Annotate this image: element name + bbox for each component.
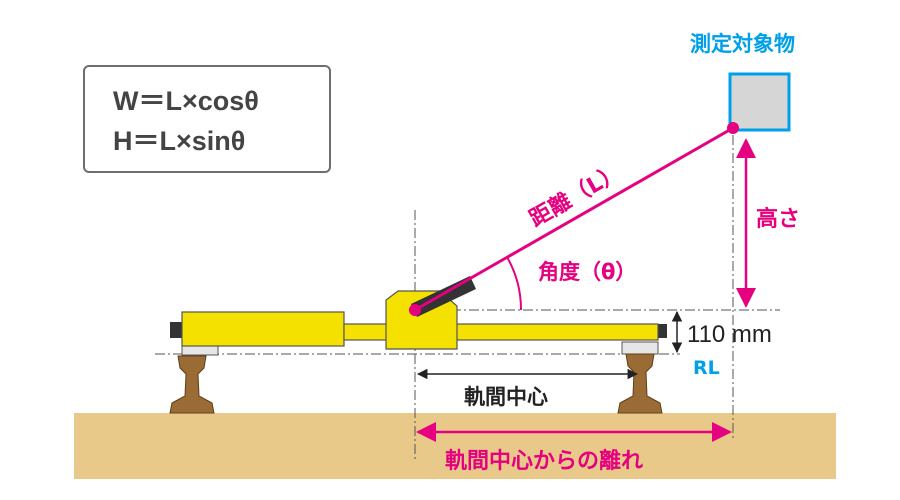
formula-box: W＝L×cosθ H＝L×sinθ	[83, 65, 331, 173]
distance-label: 距離（L）	[525, 159, 626, 232]
height-label: 高さ	[756, 206, 800, 232]
target-label: 測定対象物	[690, 32, 795, 56]
formula-line-1: W＝L×cosθ	[113, 86, 259, 116]
left-rail	[169, 344, 219, 414]
right-rail	[617, 341, 663, 414]
target-object	[728, 72, 791, 132]
offset-value: 110 mm	[687, 321, 772, 348]
distance-line	[414, 126, 734, 312]
laser-emitter	[411, 276, 476, 317]
rail-level-label: RL	[693, 357, 720, 379]
sensor-head	[385, 276, 476, 350]
angle-arc	[506, 256, 523, 311]
sensor-point	[409, 304, 421, 316]
target-point	[727, 122, 739, 134]
angle-label: 角度（θ）	[538, 260, 636, 284]
distance-from-center-label: 軌間中心からの離れ	[445, 448, 643, 474]
formula-line-2: H＝L×sinθ	[113, 126, 245, 156]
gauge-center-label: 軌間中心	[464, 385, 548, 409]
measuring-beam	[170, 311, 667, 347]
